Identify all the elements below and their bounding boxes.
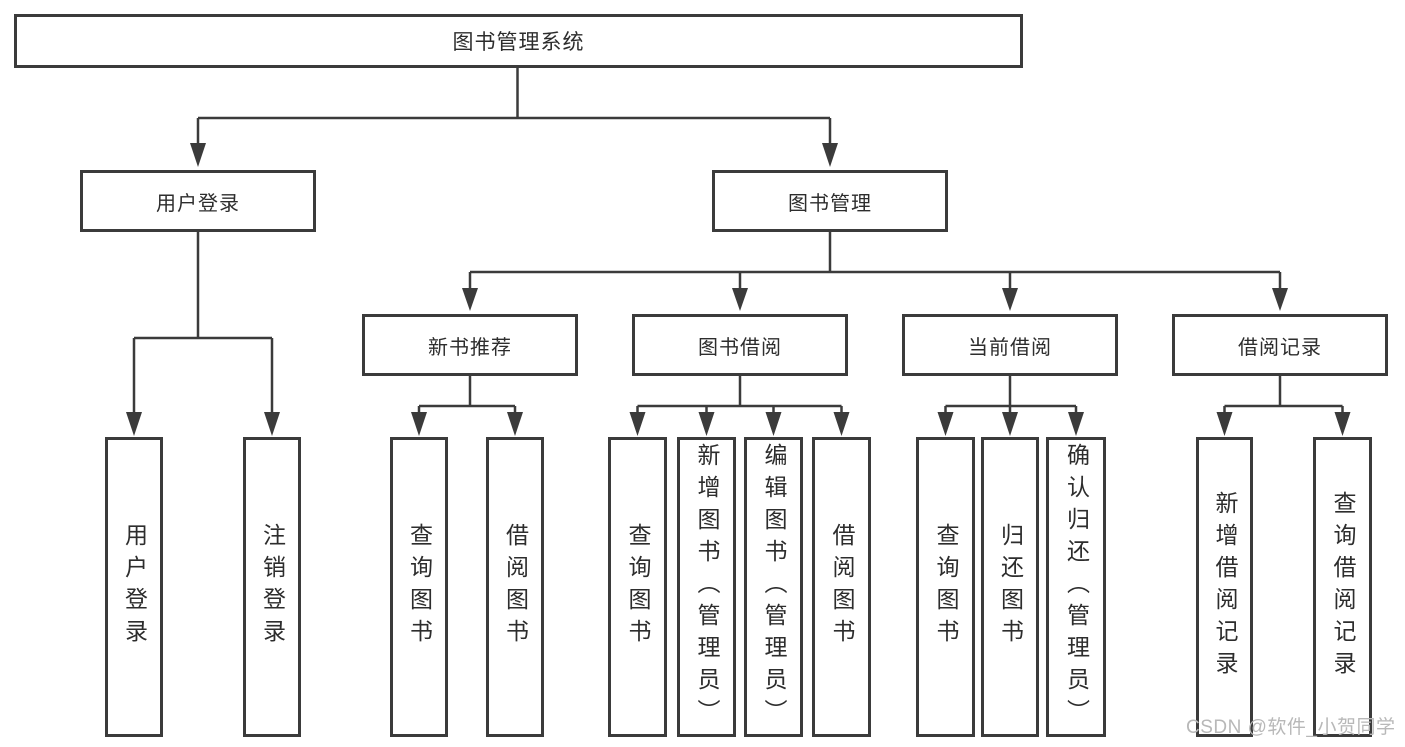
arrowhead-icon	[1334, 412, 1351, 436]
node-label: 查询图书	[625, 523, 651, 651]
node-label: 新书推荐	[428, 336, 512, 359]
node-label: 新增借阅记录	[1212, 491, 1238, 683]
node-label: 图书借阅	[698, 336, 782, 359]
node-label: 归还图书	[997, 523, 1024, 651]
connector-borrow-records-to-leaves	[1223, 376, 1344, 414]
node-book-management: 图书管理	[712, 170, 948, 232]
node-label: 注销登录	[259, 523, 286, 651]
connector-user-login-to-leaves	[132, 232, 274, 414]
leaf-query-books-recommend: 查询图书	[390, 437, 448, 737]
arrowhead-icon	[629, 412, 646, 436]
leaf-borrow-books-recommend: 借阅图书	[486, 437, 544, 737]
node-label: 查询图书	[406, 523, 433, 651]
node-label: 用户登录	[121, 523, 148, 651]
node-label: 借阅记录	[1238, 336, 1322, 359]
arrowhead-icon	[190, 143, 206, 167]
node-label: 借阅图书	[502, 523, 529, 651]
node-label: 新增图书（管理员）	[694, 443, 720, 731]
leaf-query-borrow-record: 查询借阅记录	[1313, 437, 1372, 737]
arrowhead-icon	[1068, 412, 1084, 436]
node-new-book-recommendation: 新书推荐	[362, 314, 578, 376]
arrowhead-icon	[1272, 288, 1288, 311]
node-user-login: 用户登录	[80, 170, 316, 232]
arrowhead-icon	[698, 412, 715, 436]
arrowhead-icon	[937, 412, 954, 436]
node-current-borrowing: 当前借阅	[902, 314, 1118, 376]
connector-book-borrow-to-leaves	[636, 376, 843, 414]
arrowhead-icon	[732, 288, 748, 311]
leaf-borrow-books-borrowing: 借阅图书	[812, 437, 871, 737]
arrowhead-icon	[1216, 412, 1233, 436]
leaf-edit-book-admin: 编辑图书（管理员）	[744, 437, 803, 737]
leaf-logout: 注销登录	[243, 437, 301, 737]
arrowhead-icon	[822, 143, 838, 167]
node-borrowing-records: 借阅记录	[1172, 314, 1388, 376]
connector-new-book-to-leaves	[417, 376, 517, 414]
arrowhead-icon	[1002, 412, 1018, 436]
node-label: 用户登录	[156, 192, 240, 215]
leaf-add-book-admin: 新增图书（管理员）	[677, 437, 736, 737]
connector-book-mgmt-to-level3	[468, 232, 1282, 290]
leaf-return-book: 归还图书	[981, 437, 1039, 737]
leaf-user-login: 用户登录	[105, 437, 163, 737]
leaf-confirm-return-admin: 确认归还（管理员）	[1046, 437, 1106, 737]
connector-root-to-level2	[196, 68, 832, 146]
node-label: 借阅图书	[829, 523, 855, 651]
arrowhead-icon	[462, 288, 478, 311]
arrowhead-icon	[1002, 288, 1018, 311]
connector-current-borrow-to-leaves	[944, 376, 1078, 414]
arrowhead-icon	[264, 412, 280, 436]
arrowhead-icon	[507, 412, 523, 436]
node-label: 图书管理系统	[452, 31, 585, 54]
arrowhead-icon	[833, 412, 850, 436]
leaf-query-books-current: 查询图书	[916, 437, 975, 737]
node-book-borrowing: 图书借阅	[632, 314, 848, 376]
node-label: 图书管理	[788, 192, 872, 215]
csdn-watermark: CSDN @软件_小贺同学	[1186, 717, 1396, 738]
node-library-management-system: 图书管理系统	[14, 14, 1023, 68]
node-label: 查询图书	[933, 523, 959, 651]
arrowhead-icon	[126, 412, 142, 436]
node-label: 确认归还（管理员）	[1063, 443, 1090, 731]
node-label: 查询借阅记录	[1330, 491, 1356, 683]
node-label: 当前借阅	[968, 336, 1052, 359]
node-label: 编辑图书（管理员）	[761, 443, 787, 731]
leaf-query-books-borrowing: 查询图书	[608, 437, 667, 737]
arrowhead-icon	[411, 412, 427, 436]
arrowhead-icon	[765, 412, 782, 436]
leaf-add-borrow-record: 新增借阅记录	[1196, 437, 1253, 737]
